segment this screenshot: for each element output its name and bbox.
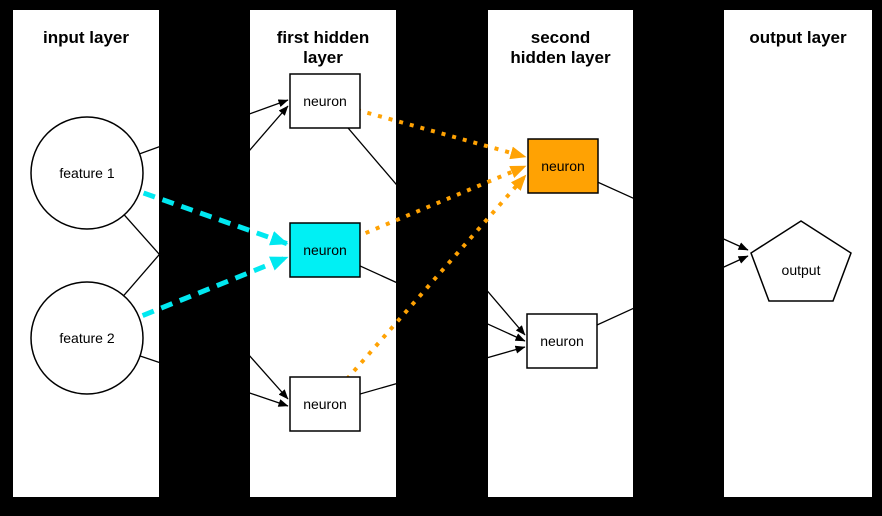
layer-title-output: output layer [749, 28, 847, 47]
layer-panel-output: output layer [724, 10, 872, 497]
layer-panel-first-hidden: first hidden layer [250, 10, 396, 497]
layer-title-second-hidden: second hidden layer [510, 28, 611, 67]
layer-title-input: input layer [43, 28, 129, 47]
layer-title-first-hidden: first hidden layer [276, 28, 370, 67]
layer-panel-input: input layer [13, 10, 159, 497]
layer-panel-second-hidden: second hidden layer [488, 10, 633, 497]
